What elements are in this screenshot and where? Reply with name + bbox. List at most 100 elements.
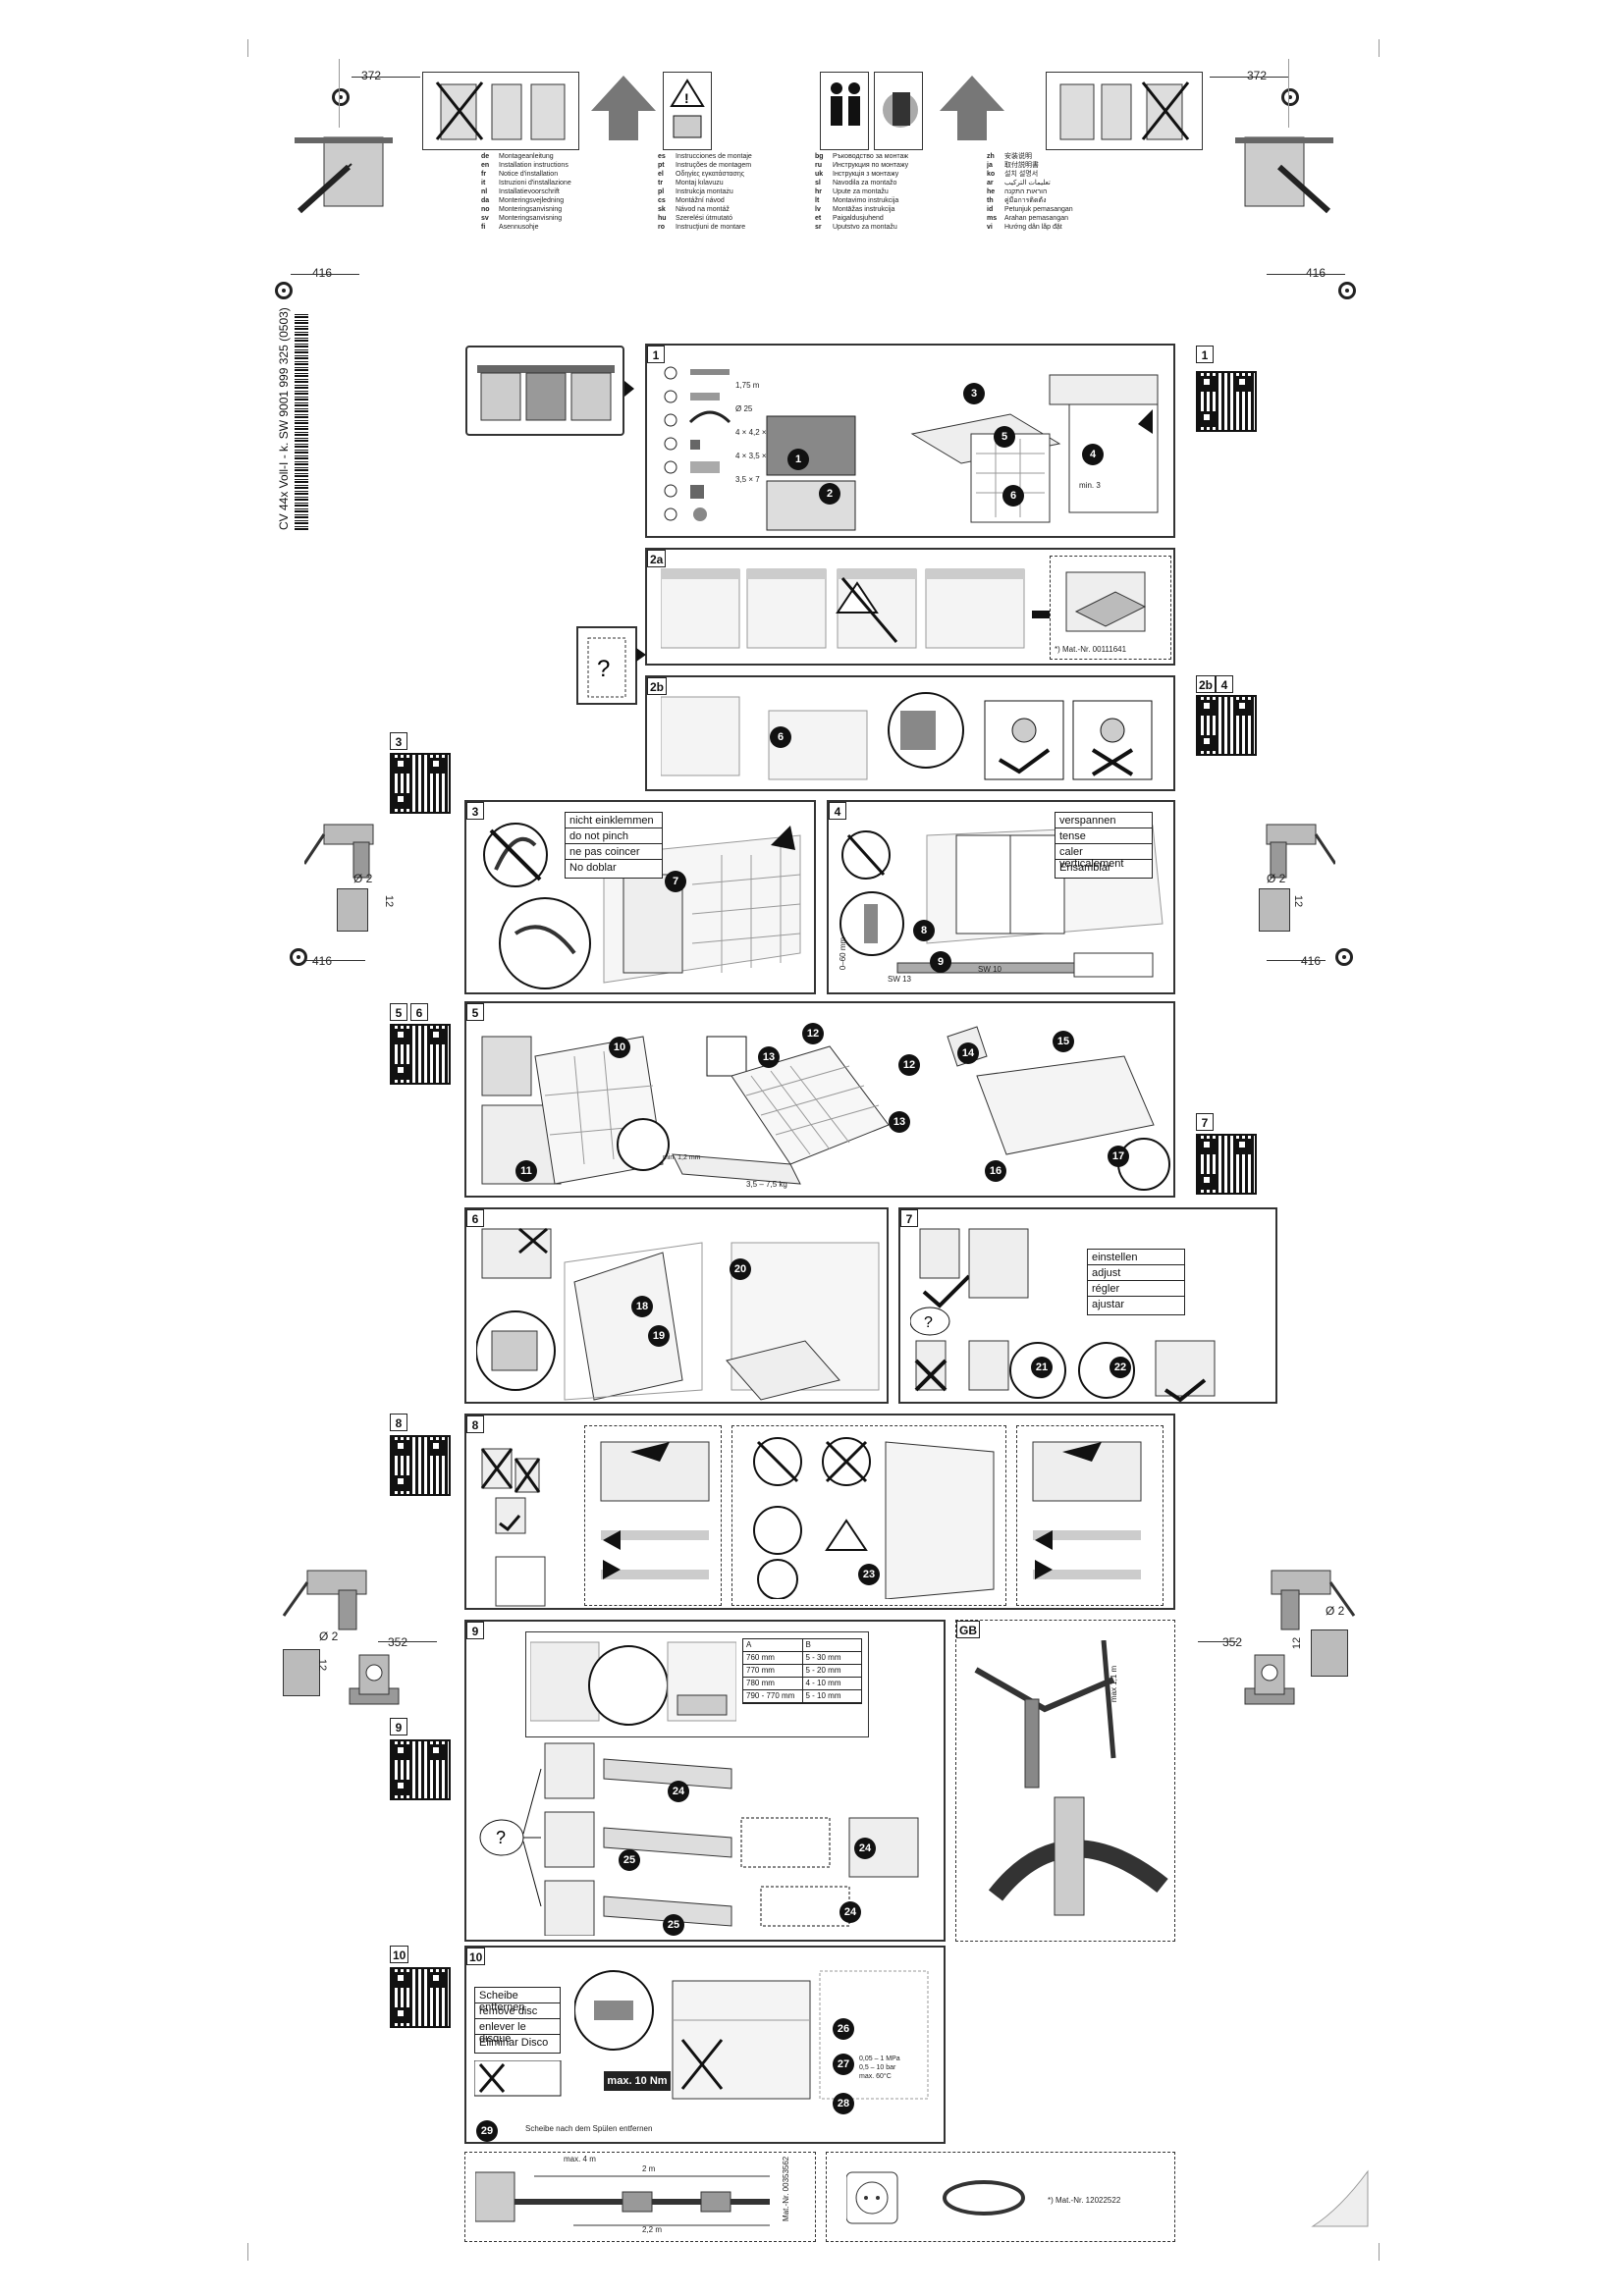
two-person-icon	[820, 72, 869, 150]
pencil-marking-illustration	[1235, 136, 1333, 214]
arrow-up-icon	[940, 76, 1004, 140]
step-7-panel: 7 ? 21 22 einstellen adjust régler ajust…	[898, 1207, 1277, 1404]
step-2a-illustration	[661, 568, 1065, 649]
step-2b-panel: 2b 6	[645, 675, 1175, 791]
qr-code[interactable]	[390, 1435, 451, 1496]
step-6-panel: 6 18 19 20	[464, 1207, 889, 1404]
step-1-detail	[766, 415, 856, 531]
step-number: 1	[647, 346, 665, 363]
parts-list	[664, 366, 731, 521]
qr-code[interactable]	[1196, 1134, 1257, 1195]
gb-illustration	[974, 1640, 1168, 1916]
mount-hole-mark	[1281, 88, 1299, 106]
qr-code[interactable]	[1196, 695, 1257, 756]
warning-box-tense: verspannen tense caler verticalement Ens…	[1055, 812, 1153, 879]
mount-hole-mark	[1338, 282, 1356, 299]
svg-text:?: ?	[496, 1828, 506, 1847]
dim-372-left: 372	[361, 69, 382, 82]
hose-illustration	[475, 2171, 770, 2226]
mounting-bracket	[1244, 1654, 1295, 1705]
arrow-up-icon	[591, 76, 656, 140]
step-4-panel: 4 8 9 0–60 mm SW 13 SW 10 verspannen ten…	[827, 800, 1175, 994]
read-manual-icon: !	[663, 72, 712, 150]
step-5-illustration	[481, 1026, 1170, 1191]
mounting-bracket	[349, 1654, 400, 1705]
step-5-panel: 5 10 11 12 13 13 12 14 15 16 17 min. 1,2…	[464, 1001, 1175, 1198]
warning-box-do-not-pinch: nicht einklemmen do not pinch ne pas coi…	[565, 812, 663, 879]
qr-code[interactable]	[390, 1739, 451, 1800]
dim-416-left: 416	[312, 266, 333, 280]
qr-code[interactable]	[390, 1024, 451, 1085]
smartphone-icon	[874, 72, 923, 150]
alignment-warning-panel-left	[422, 72, 579, 150]
step-3-panel: 3 7 nicht einklemmen do not pinch ne pas…	[464, 800, 816, 994]
qr-code[interactable]	[1196, 371, 1257, 432]
svg-text:?: ?	[924, 1314, 933, 1331]
kitchen-niche-overview	[465, 346, 624, 436]
power-socket-icon	[846, 2171, 1025, 2224]
step-8-illustration	[480, 1448, 546, 1607]
power-cable-panel: *) Mat.-Nr. 12022522	[826, 2152, 1175, 2242]
qr-code[interactable]	[390, 1967, 451, 2028]
qr-code[interactable]	[390, 753, 451, 814]
mount-hole-mark	[275, 282, 293, 299]
step-2a-panel: 2a *) Mat.-Nr. 00111641	[645, 548, 1175, 666]
svg-text:?: ?	[597, 656, 610, 682]
hose-extension-panel: 2 m 2,2 m max. 4 m Mat.-Nr. 00353562	[464, 2152, 816, 2242]
pencil-marking-illustration	[295, 136, 393, 214]
step-1-panel: 1 1,75 m Ø 25 4 × 4,2 × 16 4 × 3,5 × 12 …	[645, 344, 1175, 538]
barcode	[295, 314, 308, 530]
alignment-warning-panel-right	[1046, 72, 1203, 150]
torque-label: max. 10 Nm	[604, 2071, 671, 2091]
dishwasher-installation-illustration	[910, 374, 1159, 523]
dim-372-right: 372	[1247, 69, 1268, 82]
remove-disc-box: Scheibe entfernen remove disc enlever le…	[474, 1987, 561, 2054]
step-6-illustration	[476, 1227, 880, 1401]
drill-icon	[1271, 1570, 1356, 1630]
drill-icon	[282, 1570, 367, 1630]
niche-question-icon: ?	[576, 626, 637, 705]
qr-section-label: 1	[1196, 346, 1214, 363]
mount-hole-mark	[332, 88, 350, 106]
gb-panel: GB max 1,1 m	[955, 1620, 1175, 1942]
